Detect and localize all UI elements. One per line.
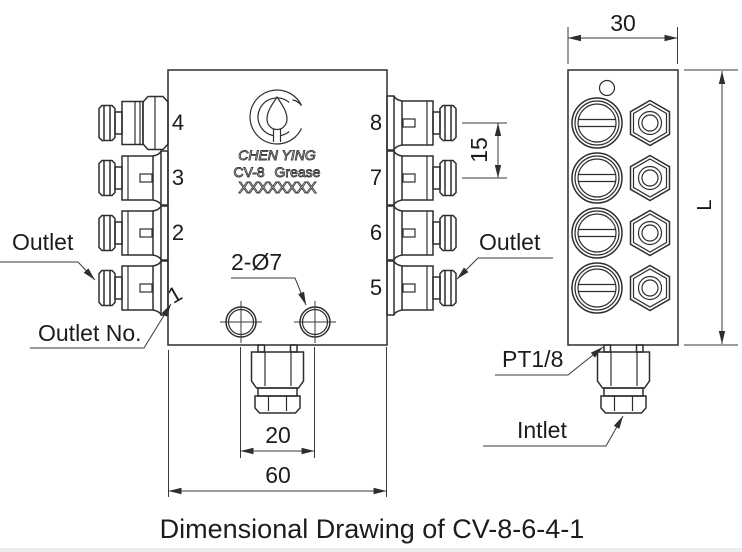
dim-outlet-pitch-value: 15 xyxy=(466,137,492,163)
mounting-hole-left xyxy=(220,301,262,343)
hole-callout-label: 2-Ø7 xyxy=(231,249,282,275)
logo-model-text: CV-8 Grease xyxy=(234,164,321,180)
logo-serial-text: XXXXXXXX xyxy=(238,180,317,197)
outlet-fitting-7 xyxy=(386,150,457,206)
outlet-label-left: Outlet xyxy=(0,229,96,281)
outlet-number-2: 2 xyxy=(172,220,184,245)
front-view: CHEN YING CV-8 Grease XXXXXXXX 4 3 2 1 8… xyxy=(0,69,553,497)
outlet-number-3: 3 xyxy=(172,165,184,190)
outlet-fitting-8 xyxy=(386,95,457,151)
side-row-4 xyxy=(571,262,671,314)
logo-brand-text: CHEN YING xyxy=(238,147,316,163)
outlet-label-right: Outlet xyxy=(456,229,553,280)
front-body xyxy=(167,69,388,346)
inlet-label: Intlet xyxy=(483,415,624,447)
outlet-fitting-4 xyxy=(98,95,169,151)
inlet-thread-label: PT1/8 xyxy=(495,346,604,376)
outlet-number-5: 5 xyxy=(370,275,382,300)
outlet-fitting-5 xyxy=(386,260,457,316)
side-row-2 xyxy=(571,152,671,204)
dim-depth-value: 30 xyxy=(610,10,636,36)
inlet-label-text: Intlet xyxy=(517,417,567,443)
outlet-number-4: 4 xyxy=(172,110,184,135)
outlet-label-left-text: Outlet xyxy=(12,229,74,255)
outlet-number-6: 6 xyxy=(370,220,382,245)
side-inlet-fitting xyxy=(596,344,651,414)
dim-depth: 30 xyxy=(567,10,678,64)
outlet-no-label: Outlet No. xyxy=(30,303,172,349)
mounting-hole-right xyxy=(294,301,336,343)
hole-callout: 2-Ø7 xyxy=(231,249,307,306)
front-inlet-fitting xyxy=(250,344,305,414)
dim-body-width-value: 60 xyxy=(265,462,291,488)
outlet-fitting-6 xyxy=(386,205,457,261)
dim-outlet-pitch: 15 xyxy=(462,122,507,179)
dim-hole-spacing-value: 20 xyxy=(265,422,291,448)
outlet-label-right-text: Outlet xyxy=(479,229,541,255)
dim-length-value: L xyxy=(694,199,716,210)
dim-hole-spacing: 20 xyxy=(240,347,315,458)
side-body xyxy=(567,69,679,346)
side-row-1 xyxy=(571,97,671,149)
bottom-edge-strip xyxy=(0,548,742,552)
outlet-no-label-text: Outlet No. xyxy=(38,320,142,346)
pilot-hole xyxy=(598,79,616,97)
chen-ying-logo-icon xyxy=(249,89,303,145)
outlet-fitting-2 xyxy=(98,205,169,261)
drawing-title: Dimensional Drawing of CV-8-6-4-1 xyxy=(160,514,585,544)
inlet-thread-label-text: PT1/8 xyxy=(502,346,563,372)
dim-body-width: 60 xyxy=(168,347,387,497)
outlet-number-1: 1 xyxy=(163,281,186,309)
outlet-number-8: 8 xyxy=(370,110,382,135)
side-row-3 xyxy=(571,207,671,259)
outlet-fitting-3 xyxy=(98,150,169,206)
dim-length: L xyxy=(684,69,738,346)
outlet-fitting-1 xyxy=(98,260,169,316)
outlet-number-7: 7 xyxy=(370,165,382,190)
side-view: 30 L PT1/8 Intlet xyxy=(483,10,738,447)
